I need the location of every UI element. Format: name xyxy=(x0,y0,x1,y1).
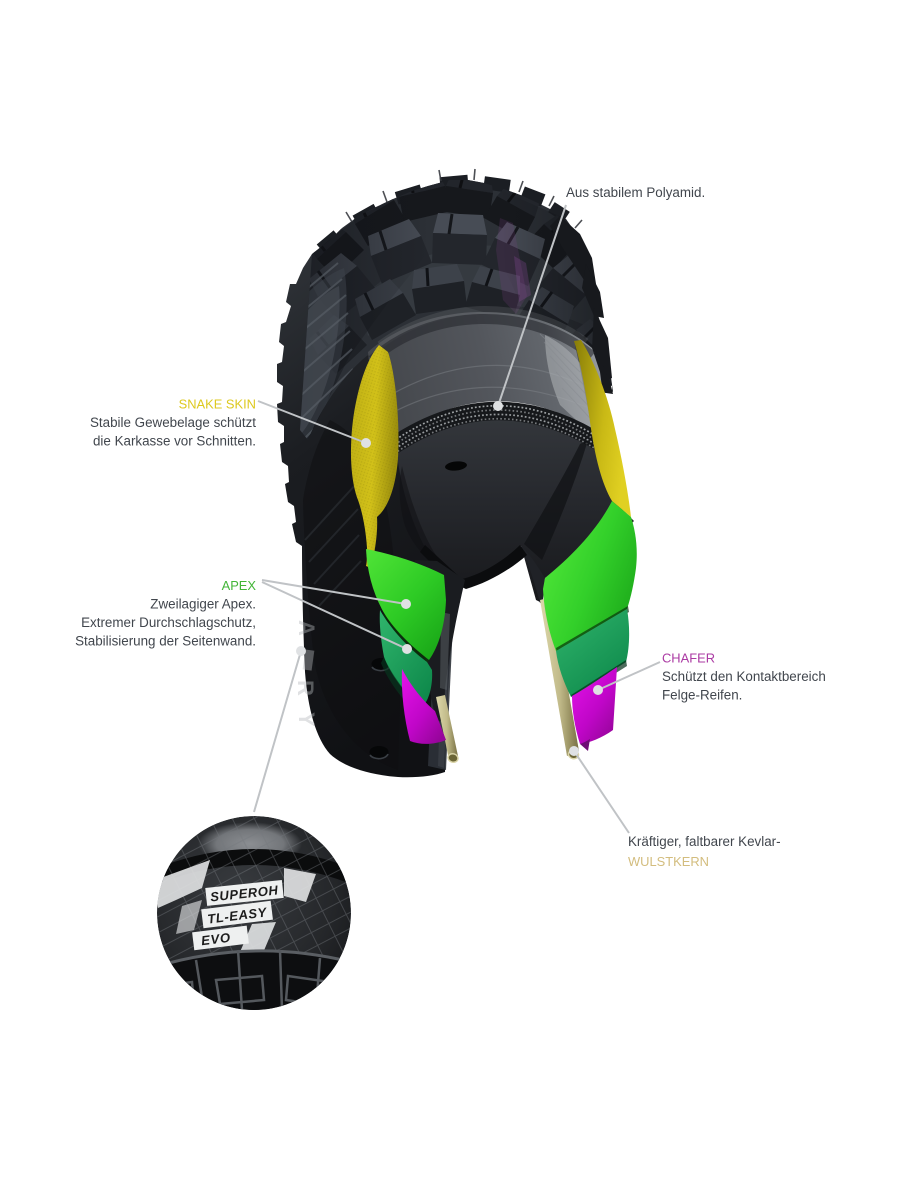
svg-text:Aus stabilem Polyamid.: Aus stabilem Polyamid. xyxy=(566,185,705,200)
svg-text:Zweilagiger Apex.: Zweilagiger Apex. xyxy=(150,597,256,612)
svg-text:SUPEROH: SUPEROH xyxy=(209,882,279,904)
svg-text:CHAFER: CHAFER xyxy=(662,651,715,666)
svg-text:Y: Y xyxy=(294,712,319,727)
svg-text:Felge-Reifen.: Felge-Reifen. xyxy=(662,688,742,703)
svg-text:Extremer Durchschlagschutz,: Extremer Durchschlagschutz, xyxy=(81,615,256,630)
svg-text:Schützt den Kontaktbereich: Schützt den Kontaktbereich xyxy=(662,669,826,684)
svg-text:die Karkasse vor Schnitten.: die Karkasse vor Schnitten. xyxy=(93,434,256,449)
svg-text:SNAKE SKIN: SNAKE SKIN xyxy=(179,397,256,412)
svg-text:WULSTKERN: WULSTKERN xyxy=(628,854,709,869)
svg-text:EVO: EVO xyxy=(200,930,231,949)
svg-text:Kräftiger, faltbarer Kevlar-: Kräftiger, faltbarer Kevlar- xyxy=(628,834,781,849)
svg-text:Stabile Gewebelage schützt: Stabile Gewebelage schützt xyxy=(90,415,256,430)
svg-text:APEX: APEX xyxy=(222,578,257,593)
svg-text:A: A xyxy=(294,620,319,636)
svg-text:R: R xyxy=(293,680,318,696)
svg-text:TL-EASY: TL-EASY xyxy=(206,904,268,926)
svg-text:Stabilisierung der Seitenwand.: Stabilisierung der Seitenwand. xyxy=(75,634,256,649)
